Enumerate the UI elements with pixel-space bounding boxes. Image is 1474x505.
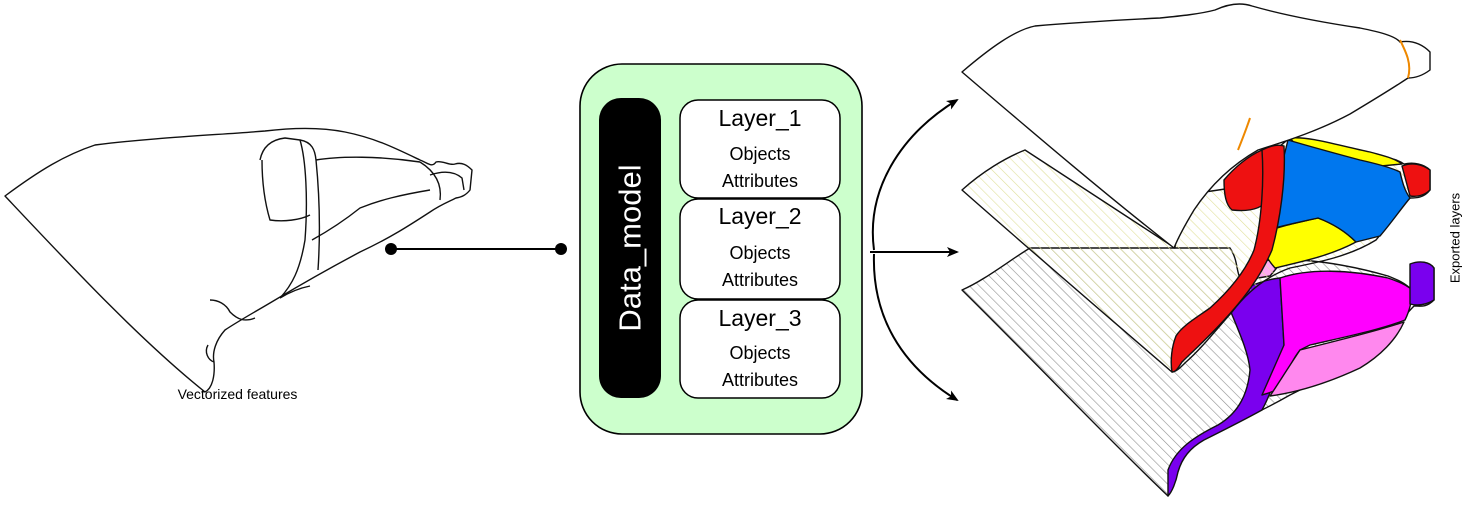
layer-3-attributes: Attributes: [722, 370, 798, 390]
connector-end-dot: [555, 243, 567, 255]
layer-2-box: Layer_2 Objects Attributes: [679, 198, 841, 300]
layer-2-name: Layer_2: [718, 203, 801, 229]
export-arrows: [870, 98, 959, 402]
layer-1-box: Layer_1 Objects Attributes: [679, 99, 841, 199]
layer-3-objects: Objects: [729, 343, 790, 363]
exported-layer-1: [961, 3, 1431, 249]
vectorized-features-caption: Vectorized features: [177, 386, 298, 402]
data-model-label-bar: [599, 98, 661, 398]
arrow-to-layer-3: [872, 253, 959, 402]
exported-layer-3: [961, 247, 1435, 497]
layer-1-name: Layer_1: [718, 105, 801, 131]
layer-3-box: Layer_3 Objects Attributes: [679, 299, 841, 399]
arrow-to-layer-1: [871, 98, 959, 251]
data-model-container: Data_model Layer_1 Objects Attributes La…: [579, 63, 863, 435]
layer-1-attributes: Attributes: [722, 171, 798, 191]
layer-2-objects: Objects: [729, 243, 790, 263]
layer-1-objects: Objects: [729, 144, 790, 164]
vectorized-features-map: [4, 127, 473, 393]
exported-layers-caption: Exported layers: [1447, 192, 1463, 284]
layer-2-attributes: Attributes: [722, 270, 798, 290]
connector-start-dot: [385, 243, 397, 255]
data-model-label: Data_model: [613, 164, 648, 331]
exported-layer-2: [961, 137, 1431, 373]
connector-line: [385, 243, 567, 255]
layer-3-name: Layer_3: [718, 305, 801, 331]
